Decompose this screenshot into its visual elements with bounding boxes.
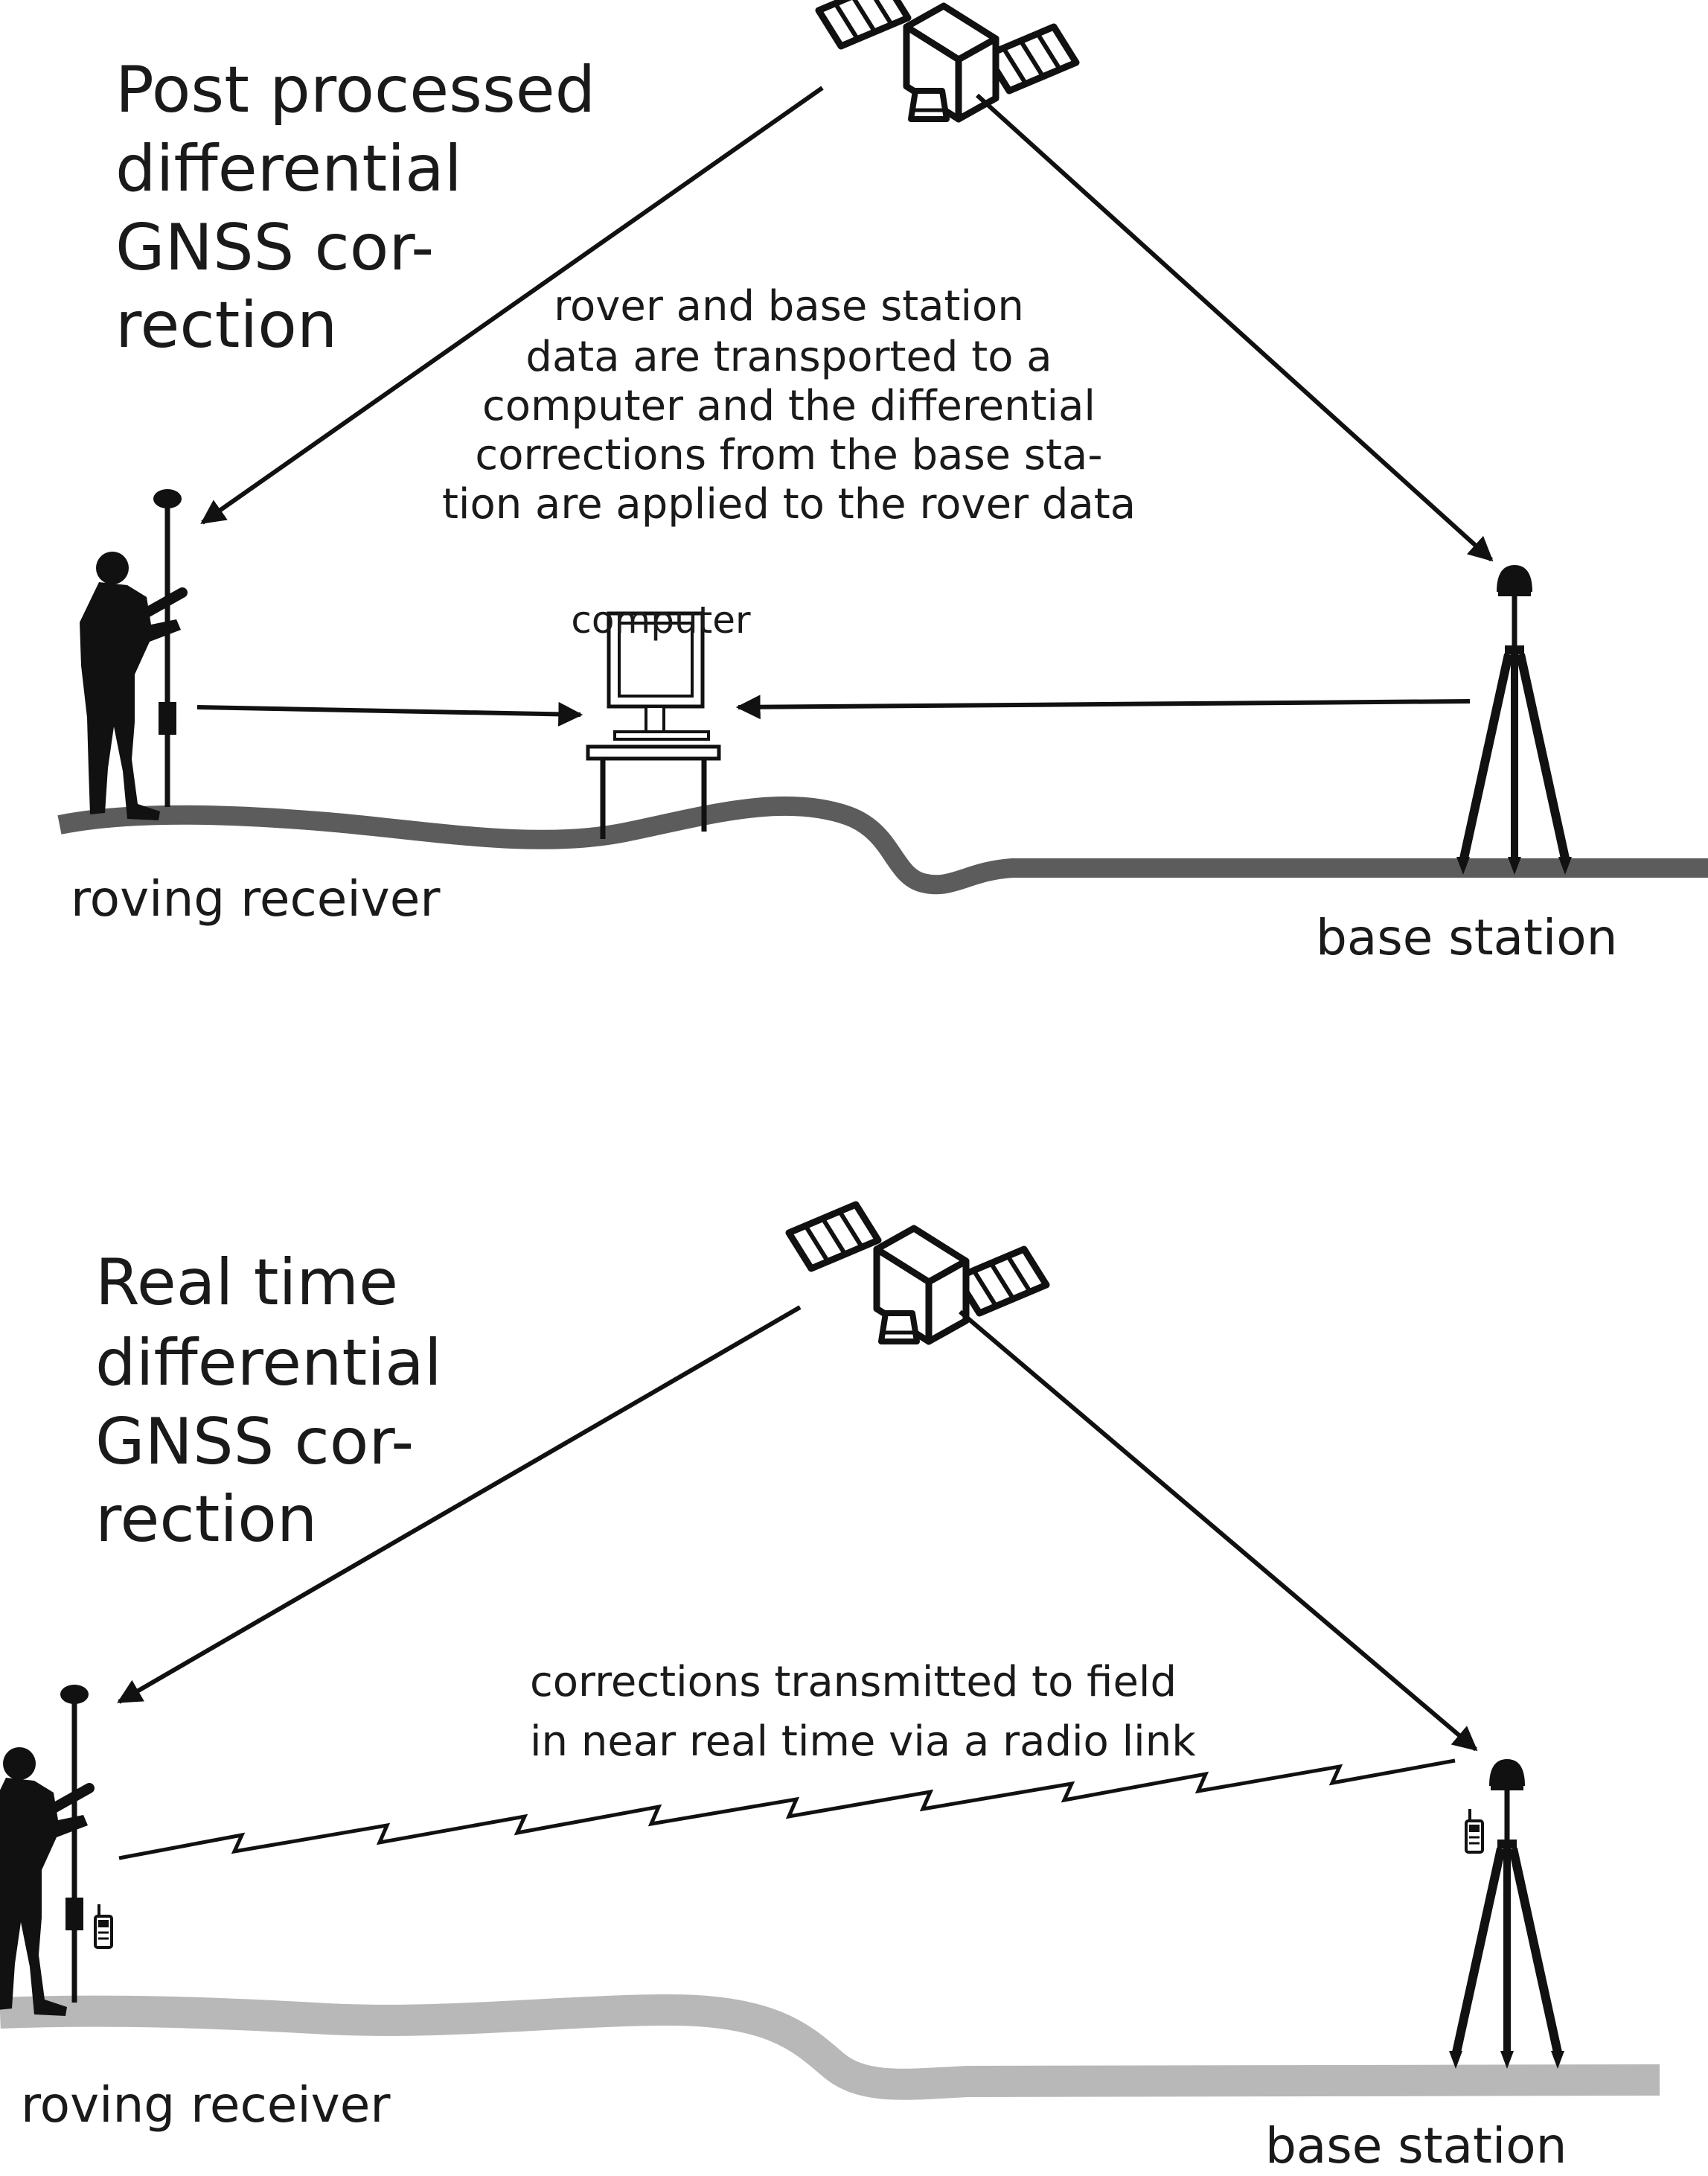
pp-rover-label: roving receiver [71, 870, 441, 928]
base-data-arrow [735, 695, 1471, 720]
signal-arrow-to-rover [200, 86, 824, 525]
real-time-panel: Real time differential GNSS cor- rection… [0, 1205, 1660, 2175]
rt-base-label: base station [1265, 2117, 1567, 2175]
rt-title-line-1: Real time [95, 1245, 398, 1320]
pp-title-line-2: differential [115, 132, 462, 206]
pp-note-line-2: data are transported to a [525, 333, 1052, 381]
rt-title-line-2: differential [95, 1326, 442, 1400]
tripod-icon-rt [1449, 1759, 1564, 2069]
signal-arrow-to-rover-rt [117, 1305, 802, 1704]
rt-rover-label: roving receiver [21, 2076, 391, 2134]
rover-data-arrow [196, 701, 583, 727]
pp-ground-profile [57, 796, 1708, 895]
tripod-icon [1456, 565, 1572, 875]
rt-note-line-1: corrections transmitted to field [530, 1658, 1177, 1706]
pp-title-line-4: rection [115, 288, 337, 363]
rt-title-line-3: GNSS cor- [95, 1405, 414, 1479]
computer-label: computer [571, 599, 751, 642]
rt-ground-profile [0, 1994, 1660, 2100]
pp-note-line-1: rover and base station [554, 282, 1024, 331]
rt-title-line-4: rection [95, 1482, 317, 1557]
computer-icon [588, 613, 719, 839]
radio-icon-base [1465, 1808, 1484, 1854]
pp-base-label: base station [1316, 909, 1617, 966]
pp-title-line-3: GNSS cor- [115, 211, 434, 285]
radio-icon [94, 1903, 113, 1949]
surveyor-icon-rt [0, 1685, 89, 2016]
satellite-icon [819, 0, 1076, 119]
pp-note-line-3: computer and the differential [482, 382, 1096, 430]
radio-link-zigzag [118, 1758, 1456, 1860]
signal-arrow-to-base-rt [959, 1309, 1478, 1752]
surveyor-icon [80, 489, 182, 820]
pp-title-line-1: Post processed [115, 53, 595, 127]
rt-note-line-2: in near real time via a radio link [530, 1717, 1196, 1766]
post-processed-panel: Post processed differential GNSS cor- re… [57, 0, 1708, 966]
satellite-icon-rt [789, 1205, 1046, 1341]
signal-arrow-to-base [975, 93, 1494, 562]
pp-note-line-4: corrections from the base sta- [475, 431, 1102, 479]
pp-note-line-5: tion are applied to the rover data [442, 480, 1136, 529]
